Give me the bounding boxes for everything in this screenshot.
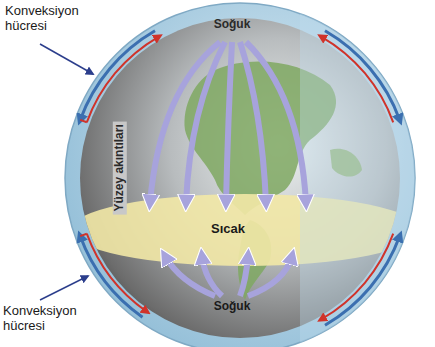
atmosphere-shell bbox=[300, 3, 415, 347]
current-arrow bbox=[186, 42, 225, 203]
current-arrow bbox=[248, 256, 292, 296]
convection-cells bbox=[80, 31, 400, 325]
callout-label: Konveksiyon hücresi bbox=[3, 304, 93, 334]
cell-flow bbox=[325, 236, 400, 325]
cell-flow bbox=[87, 234, 147, 312]
callout-label: Konveksiyon hücresi bbox=[5, 4, 95, 34]
region-label: Sıcak bbox=[211, 222, 245, 237]
current-arrow bbox=[240, 256, 248, 296]
leader-arrow bbox=[40, 44, 93, 74]
atmosphere bbox=[65, 3, 415, 347]
region-label: Soğuk bbox=[214, 18, 251, 32]
current-arrow bbox=[202, 256, 222, 296]
surface-currents bbox=[150, 42, 306, 296]
cell-flow bbox=[80, 234, 87, 236]
current-arrow bbox=[246, 42, 306, 203]
cell-flow bbox=[87, 37, 159, 123]
current-arrow bbox=[226, 42, 232, 203]
axis-label: Yüzey akıntıları bbox=[113, 121, 127, 214]
current-arrow bbox=[240, 42, 266, 203]
cell-flow bbox=[80, 31, 155, 120]
cell-flow bbox=[80, 236, 142, 317]
cell-flow bbox=[80, 120, 87, 122]
region-label: Soğuk bbox=[214, 300, 251, 314]
cell-flow bbox=[322, 234, 394, 320]
cell-flow bbox=[325, 31, 400, 120]
leader-arrow bbox=[40, 276, 88, 300]
cell-flow bbox=[322, 37, 394, 123]
